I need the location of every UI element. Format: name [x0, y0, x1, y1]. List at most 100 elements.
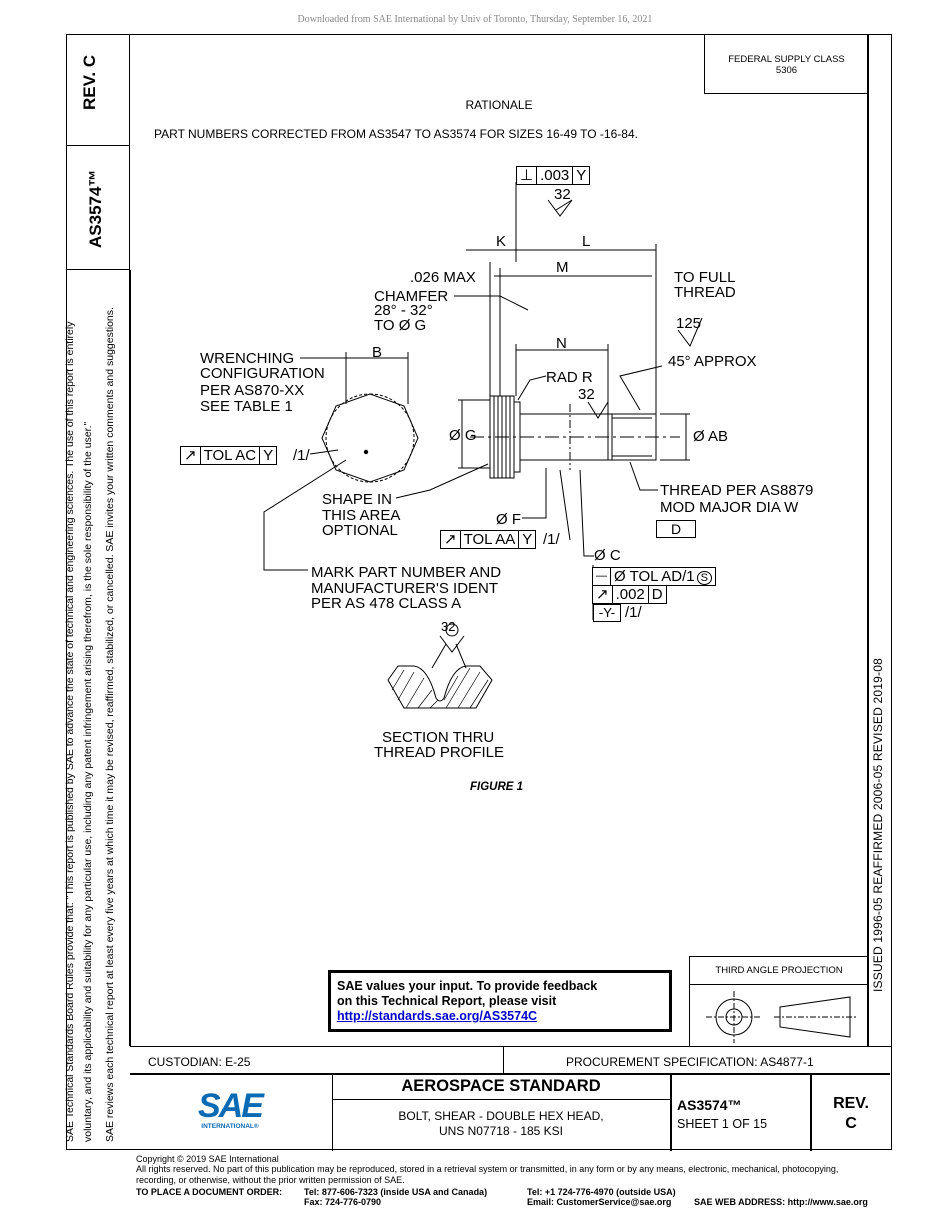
runout-symbol-icon: ↗	[593, 586, 613, 603]
dia-f: Ø F	[496, 511, 521, 528]
tol-ad-value: Ø TOL AD/1	[614, 568, 695, 585]
desc-2: UNS N07718 - 185 KSI	[438, 1124, 564, 1138]
circle-s-icon: S	[696, 571, 712, 585]
supply-class-box: FEDERAL SUPPLY CLASS 5306	[704, 34, 868, 94]
wrench-2: CONFIGURATION	[200, 365, 325, 382]
sae-logo: SAE INTERNATIONAL®	[190, 1089, 270, 1130]
docnum: AS3574™	[677, 1097, 742, 1113]
sheet: SHEET 1 OF 15	[677, 1117, 768, 1131]
perp-datum: Y	[576, 167, 587, 184]
rad-r: RAD R	[546, 369, 593, 386]
projection-box: THIRD ANGLE PROJECTION	[689, 956, 868, 1046]
dia-c: Ø C	[594, 547, 621, 564]
dia-g: Ø G	[449, 427, 477, 444]
chamfer-3: TO Ø G	[374, 317, 427, 334]
tol-aa-datum: Y	[522, 531, 533, 548]
footer-tel-us: Tel: 877-606-7323 (inside USA and Canada…	[304, 1187, 488, 1197]
dim-l: L	[582, 233, 591, 250]
finish-32-top: 32	[554, 186, 571, 203]
to-full-1: TO FULL	[674, 269, 736, 286]
sae-logo-mark: SAE	[198, 1087, 264, 1125]
title-row-rule	[130, 1073, 890, 1075]
wrench-1: WRENCHING	[200, 350, 295, 367]
datum-y2: -Y-	[598, 605, 616, 620]
aerospace-standard: AEROSPACE STANDARD	[401, 1077, 601, 1095]
max-026: .026 MAX	[410, 269, 476, 286]
standard-underline	[332, 1099, 670, 1100]
projection-label: THIRD ANGLE PROJECTION	[690, 957, 868, 985]
dia-ab: Ø AB	[693, 428, 729, 445]
straightness-symbol-icon: —	[593, 568, 611, 585]
rationale-title: RATIONALE	[465, 98, 533, 112]
shape-2: THIS AREA	[322, 507, 401, 524]
tol-ac: TOL AC	[201, 447, 261, 464]
perpendicularity-frame: ⊥ .003 Y	[516, 166, 591, 185]
mark-2: MANUFACTURER'S IDENT	[311, 580, 499, 597]
dim-m: M	[556, 259, 569, 276]
datum-y-box: -Y-	[593, 604, 621, 622]
thread-2: MOD MAJOR DIA W	[660, 499, 799, 516]
projection-symbol-icon	[706, 991, 856, 1043]
dim-n: N	[556, 335, 567, 352]
finish-125: 125	[676, 315, 702, 332]
footer-fax: Fax: 724-776-0790	[304, 1197, 382, 1207]
feedback-line-2: on this Technical Report, please visit	[337, 994, 557, 1008]
rev-label: REV.	[833, 1095, 869, 1112]
mark-1: MARK PART NUMBER AND	[311, 564, 502, 581]
runout-symbol-icon: ↗	[181, 447, 201, 464]
runout-symbol-icon: ↗	[441, 531, 461, 548]
datum-d-box: D	[656, 520, 696, 538]
docnum-divider	[670, 1073, 672, 1151]
approx-45: 45° APPROX	[668, 353, 757, 370]
logo-divider	[332, 1073, 333, 1151]
dim-b: B	[372, 344, 383, 361]
runout-002: .002	[613, 586, 649, 603]
dim-k: K	[496, 233, 507, 250]
procurement: PROCUREMENT SPECIFICATION: AS4877-1	[566, 1055, 814, 1069]
custodian-divider	[503, 1047, 504, 1073]
tol-ac-frame: ↗ TOL AC Y	[180, 446, 278, 465]
footer-web: SAE WEB ADDRESS: http://www.sae.org	[694, 1197, 868, 1207]
supply-class-label: FEDERAL SUPPLY CLASS	[728, 54, 845, 65]
supply-class-value: 5306	[775, 65, 798, 76]
wrench-3: PER AS870-XX	[200, 382, 305, 399]
title-block: CUSTODIAN: E-25 PROCUREMENT SPECIFICATIO…	[130, 1046, 892, 1151]
custodian: CUSTODIAN: E-25	[148, 1055, 251, 1069]
to-full-2: THREAD	[674, 284, 736, 301]
runout-002-frame: ↗ .002 D	[592, 585, 667, 604]
rad-32: 32	[578, 386, 595, 403]
datum-d: D	[670, 521, 682, 537]
drawing-frame	[66, 34, 892, 1150]
feedback-link[interactable]: http://standards.sae.org/AS3574C	[337, 1009, 538, 1023]
sae-logo-sub: INTERNATIONAL®	[201, 1123, 259, 1130]
docnum-block	[66, 146, 130, 270]
section-2: THREAD PROFILE	[374, 744, 505, 761]
footer-tel-out: Tel: +1 724-776-4970 (outside USA)	[527, 1187, 676, 1197]
right-column-rule	[867, 34, 869, 1046]
tol-aa-frame: ↗ TOL AA Y	[440, 530, 537, 549]
wrench-4: SEE TABLE 1	[200, 398, 293, 415]
datum-y-note: /1/	[625, 604, 642, 621]
download-note: Downloaded from SAE International by Uni…	[297, 14, 653, 25]
shape-1: SHAPE IN	[322, 491, 393, 508]
mark-3: PER AS 478 CLASS A	[311, 595, 462, 612]
runout-002-datum: D	[651, 586, 663, 603]
rationale-text: PART NUMBERS CORRECTED FROM AS3547 TO AS…	[154, 127, 638, 141]
feedback-line-1: SAE values your input. To provide feedba…	[337, 979, 598, 993]
footer-email: Email: CustomerService@sae.org	[527, 1197, 672, 1207]
section-1: SECTION THRU	[382, 729, 495, 746]
chamfer-2: 28° - 32°	[374, 302, 433, 319]
rev-divider	[810, 1073, 812, 1151]
rev-value: C	[845, 1115, 857, 1132]
rev-block	[66, 34, 130, 146]
tol-aa-note: /1/	[543, 531, 560, 548]
tol-ac-datum: Y	[263, 447, 274, 464]
chamfer-1: CHAMFER	[374, 288, 449, 305]
footer-order: TO PLACE A DOCUMENT ORDER:	[136, 1187, 283, 1197]
left-column-rule	[129, 270, 131, 1046]
footer-copyright: Copyright © 2019 SAE International	[136, 1154, 279, 1164]
thread-1: THREAD PER AS8879	[660, 482, 814, 499]
footer-rights-1: All rights reserved. No part of this pub…	[136, 1164, 839, 1174]
